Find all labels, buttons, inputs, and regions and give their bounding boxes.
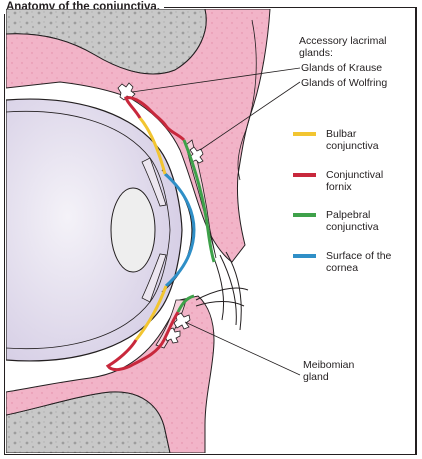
conjunctival-fornix-upper bbox=[124, 96, 186, 142]
legend-label-bulbar: Bulbar conjunctiva bbox=[326, 128, 379, 152]
leader-meibomian bbox=[184, 321, 301, 376]
meibomian-label: Meibomian gland bbox=[303, 359, 355, 383]
iris-lower bbox=[141, 253, 167, 303]
legend-label-fornix: Conjunctival fornix bbox=[326, 169, 384, 193]
lens bbox=[110, 187, 156, 273]
legend-label-palpebral: Palpebral conjunctiva bbox=[326, 209, 379, 233]
leader-krause bbox=[131, 67, 301, 93]
upper-lid-skin-fold bbox=[237, 19, 257, 181]
bulbar-conjunctiva-lower bbox=[134, 285, 168, 341]
krause-label: Glands of Krause bbox=[301, 62, 383, 74]
legend-label-cornea: Surface of the cornea bbox=[326, 250, 392, 274]
palpebral-conjunctiva-upper bbox=[182, 139, 216, 263]
figure-frame-right-edge bbox=[415, 7, 417, 455]
wolfring-label: Glands of Wolfring bbox=[301, 77, 388, 89]
cornea-surface-line bbox=[164, 172, 196, 288]
figure-frame bbox=[4, 7, 417, 455]
lower-eyelashes bbox=[195, 287, 249, 307]
bulbar-conjunctiva-upper bbox=[138, 117, 167, 175]
sclera-inner-line bbox=[6, 110, 171, 350]
eyeball bbox=[6, 98, 183, 362]
palpebral-conjunctiva-lower bbox=[176, 294, 195, 313]
conjunctival-fornix-lower bbox=[105, 311, 180, 372]
accessory-glands-label: Accessory lacrimal glands: bbox=[299, 35, 387, 59]
krause-gland bbox=[117, 82, 136, 101]
leader-wolfring bbox=[199, 81, 301, 151]
iris-upper bbox=[141, 157, 167, 207]
